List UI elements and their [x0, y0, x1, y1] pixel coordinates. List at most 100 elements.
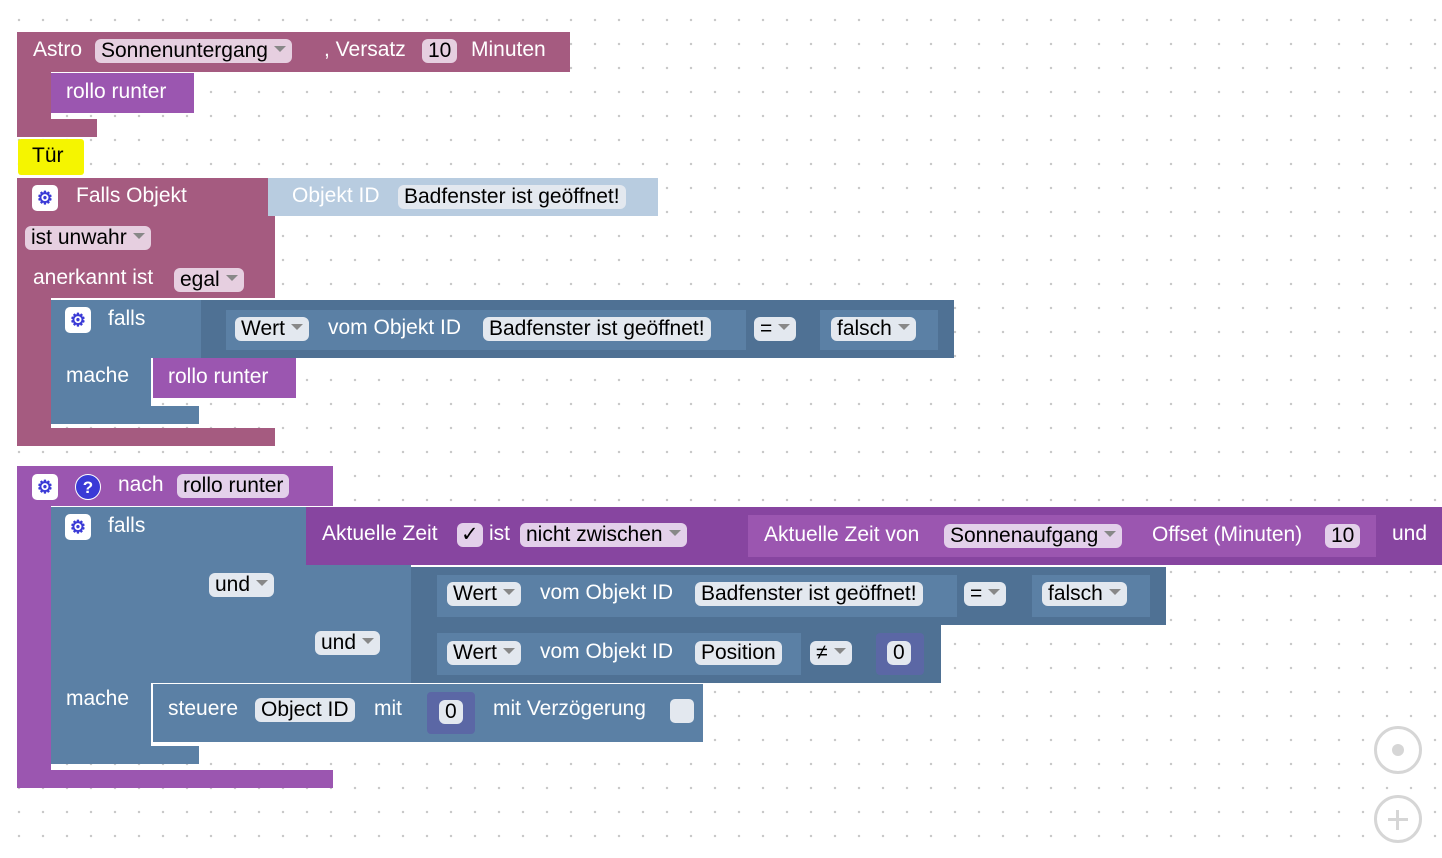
condition-2-operator-dropdown[interactable]: ≠ — [810, 641, 852, 665]
condition-2-number-input[interactable]: 0 — [887, 641, 911, 665]
comment-note[interactable] — [18, 139, 84, 175]
sunrise-dropdown[interactable]: Sonnenaufgang — [944, 524, 1123, 548]
gear-icon[interactable]: ⚙ — [65, 514, 91, 540]
astro-call-block[interactable] — [51, 73, 194, 113]
target-icon[interactable] — [1374, 726, 1422, 774]
function-if-foot — [51, 746, 199, 764]
between-value: nicht zwischen — [526, 523, 663, 546]
condition-1-bool: falsch — [1048, 582, 1103, 605]
dropdown-arrow-icon — [274, 46, 286, 53]
offset-input[interactable]: 10 — [1325, 524, 1361, 548]
and-dropdown-2[interactable]: und — [315, 631, 381, 655]
trigger-value-field: Wert — [241, 317, 285, 340]
gear-icon[interactable]: ⚙ — [65, 307, 91, 333]
delay-checkbox[interactable] — [670, 699, 694, 723]
and-value-2: und — [321, 631, 357, 654]
function-if-side — [51, 683, 151, 749]
trigger-ack-label: anerkannt ist — [33, 266, 154, 289]
trigger-condition-value: ist unwahr — [31, 226, 127, 249]
condition-2-field-dropdown[interactable]: Wert — [447, 641, 521, 665]
trigger-if-side — [51, 358, 151, 408]
control-number-input[interactable]: 0 — [439, 700, 463, 724]
trigger-bool-dropdown[interactable]: falsch — [831, 317, 916, 341]
dropdown-arrow-icon — [225, 275, 238, 282]
condition-1-operator-dropdown[interactable]: = — [964, 582, 1007, 606]
dropdown-arrow-icon — [1104, 531, 1117, 538]
dropdown-arrow-icon — [290, 324, 303, 331]
trigger-object-label: Objekt ID — [292, 184, 380, 207]
comment-text: Tür — [32, 144, 64, 167]
astro-label: Astro — [33, 38, 83, 61]
trigger-object-field[interactable]: Badfenster ist geöffnet! — [398, 185, 626, 209]
target-dot — [1392, 744, 1404, 756]
sunrise-value: Sonnenaufgang — [950, 524, 1099, 547]
condition-2-field: Wert — [453, 641, 497, 664]
function-label: nach — [118, 473, 164, 496]
and-block-inner[interactable] — [306, 565, 411, 683]
astro-offset-label: , Versatz — [324, 38, 406, 61]
between-dropdown[interactable]: nicht zwischen — [520, 523, 687, 547]
condition-1-field-dropdown[interactable]: Wert — [447, 582, 521, 606]
control-with-label: mit — [374, 697, 402, 720]
trigger-of-object-label: vom Objekt ID — [328, 316, 462, 339]
offset-label: Offset (Minuten) — [1152, 523, 1303, 546]
trigger-do-label: mache — [66, 364, 130, 387]
and-dropdown-1[interactable]: und — [209, 573, 275, 597]
dropdown-arrow-icon — [502, 648, 515, 655]
trigger-operator-value: = — [760, 317, 773, 340]
condition-1-object-field[interactable]: Badfenster ist geöffnet! — [695, 582, 923, 606]
condition-1-bool-dropdown[interactable]: falsch — [1042, 582, 1127, 606]
astro-event-dropdown[interactable]: Sonnenuntergang — [95, 39, 292, 63]
trigger-operator-dropdown[interactable]: = — [754, 317, 797, 341]
trigger-ack-value: egal — [180, 268, 220, 291]
trigger-object-id-field[interactable]: Badfenster ist geöffnet! — [483, 317, 711, 341]
time-is-label: ist — [489, 522, 510, 545]
dropdown-arrow-icon — [1108, 589, 1121, 596]
help-icon[interactable]: ? — [75, 474, 101, 500]
dropdown-arrow-icon — [502, 589, 515, 596]
time-check-toggle[interactable]: ✓ — [457, 523, 483, 547]
condition-2-object-field[interactable]: Position — [695, 641, 782, 665]
dropdown-arrow-icon — [897, 324, 910, 331]
function-block-side — [17, 506, 51, 774]
dropdown-arrow-icon — [256, 580, 269, 587]
gear-icon[interactable]: ⚙ — [32, 474, 58, 500]
function-name-field[interactable]: rollo runter — [177, 474, 290, 498]
dropdown-arrow-icon — [132, 233, 145, 240]
trigger-ack-dropdown[interactable]: egal — [174, 268, 244, 292]
trigger-value-dropdown[interactable]: Wert — [235, 317, 309, 341]
trigger-label: Falls Objekt — [76, 184, 187, 207]
time-from-label: Aktuelle Zeit von — [764, 523, 920, 546]
trigger-if-foot — [51, 406, 199, 424]
trigger-call-block[interactable] — [153, 358, 296, 398]
control-label: steuere — [168, 697, 239, 720]
control-object-field[interactable]: Object ID — [255, 698, 355, 722]
dropdown-arrow-icon — [778, 324, 791, 331]
function-do-label: mache — [66, 687, 130, 710]
control-delay-label: mit Verzögerung — [493, 697, 646, 720]
trigger-condition-dropdown[interactable]: ist unwahr — [25, 226, 151, 250]
and-tail-label: und — [1392, 522, 1428, 545]
dropdown-arrow-icon — [668, 530, 681, 537]
gear-icon[interactable]: ⚙ — [32, 185, 58, 211]
trigger-bool-value: falsch — [837, 317, 892, 340]
astro-offset-input[interactable]: 10 — [422, 39, 458, 63]
astro-block-foot — [17, 119, 97, 137]
time-label: Aktuelle Zeit — [322, 522, 438, 545]
condition-2-of-label: vom Objekt ID — [540, 640, 674, 663]
trigger-block-side — [17, 298, 51, 428]
condition-1-operator: = — [970, 582, 983, 605]
condition-2-operator: ≠ — [816, 641, 828, 664]
zoom-in-icon[interactable] — [1374, 795, 1422, 843]
dropdown-arrow-icon — [988, 589, 1001, 596]
trigger-block-foot — [17, 428, 275, 446]
astro-call-label: rollo runter — [66, 80, 167, 103]
condition-1-of-label: vom Objekt ID — [540, 581, 674, 604]
trigger-if-label: falls — [108, 307, 146, 330]
trigger-call-label: rollo runter — [168, 365, 269, 388]
function-if-label: falls — [108, 514, 146, 537]
and-value-1: und — [215, 573, 251, 596]
zoom-in-plus-v — [1396, 810, 1399, 830]
astro-event-value: Sonnenuntergang — [101, 39, 268, 62]
astro-block-body — [17, 72, 51, 120]
